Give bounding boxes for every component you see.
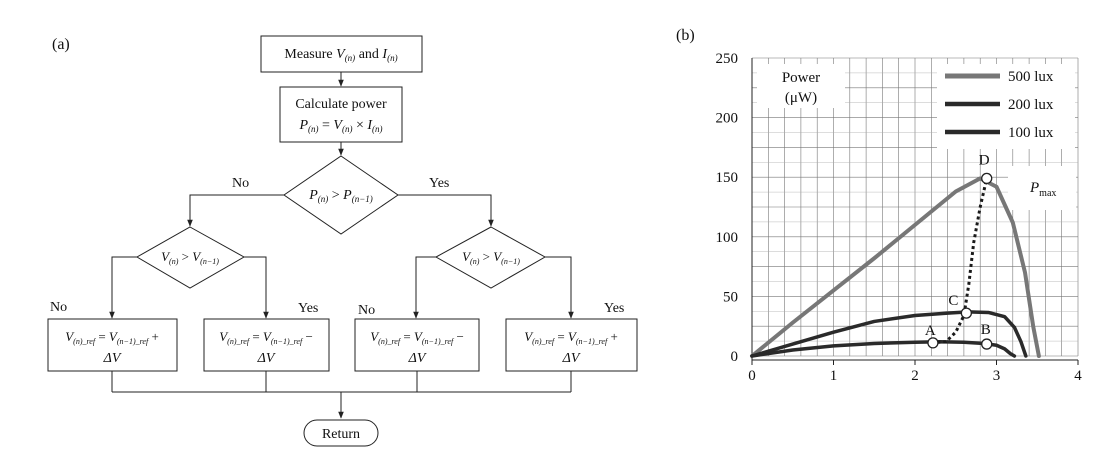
ref-box-minus: V(n)_ref = V(n−1)_ref − ΔV [354,318,480,372]
yes-label: Yes [604,301,624,316]
series-line-500-lux [750,176,1041,358]
yes-label: Yes [429,176,449,191]
legend-label: 100 lux [1008,125,1054,141]
x-tick-label: 2 [911,368,919,384]
legend: 500 lux 200 lux 100 lux [945,69,1054,141]
svg-text:ΔV: ΔV [103,351,122,366]
measure-text: Measure V(n) and I(n) [284,47,397,63]
decision-power [283,155,399,235]
x-tick-label: 4 [1074,368,1082,384]
decision-voltage-left [135,226,246,289]
y-tick-label: 0 [731,349,739,365]
decision-voltage-text: V(n) > V(n−1) [462,249,520,266]
power-label-bg [757,64,845,108]
no-label: No [358,303,375,318]
x-tick-label: 0 [748,368,756,384]
pmax-bg [1008,166,1076,210]
x-tick-label: 3 [993,368,1001,384]
svg-text:V(n)_ref = V(n−1)_ref −: V(n)_ref = V(n−1)_ref − [370,329,464,346]
no-label: No [50,300,67,315]
branch-yes [398,194,494,227]
power-chart: (b) 0 1 2 3 4 0 50 100 150 200 250 Power (μW) 500 … [676,27,1082,384]
point-marker-B [981,338,993,350]
branch-no [109,256,137,319]
calculate-box [279,86,403,143]
calculate-title: Calculate power [295,97,387,112]
no-label: No [232,176,249,191]
panel-b-label: (b) [676,27,695,44]
decision-power-text: P(n) > P(n−1) [308,188,373,204]
y-tick-label: 50 [723,289,738,305]
svg-text:ΔV: ΔV [408,351,427,366]
series-line-200-lux [750,310,1028,358]
series [750,176,1041,358]
measure-box [260,35,423,73]
chart-ticks: 0 1 2 3 4 0 50 100 150 200 250 [716,51,1083,384]
decision-voltage-right [434,226,547,289]
series-line-100-lux [750,339,1017,358]
y-tick-label: 250 [716,51,739,67]
svg-text:V(n)_ref = V(n−1)_ref +: V(n)_ref = V(n−1)_ref + [524,329,618,346]
point-label-C: C [948,293,958,309]
y-tick-label: 100 [716,230,739,246]
panel-a-label: (a) [52,36,70,53]
point-label-D: D [979,152,990,168]
point-label-A: A [925,323,936,339]
mppt-trajectory-line [931,178,989,345]
legend-label: 500 lux [1008,69,1054,85]
svg-text:V(n)_ref = V(n−1)_ref +: V(n)_ref = V(n−1)_ref + [65,329,159,346]
point-label-B: B [981,322,991,338]
yes-label: Yes [298,301,318,316]
ref-box-minus: V(n)_ref = V(n−1)_ref − ΔV [203,318,330,372]
legend-label: 200 lux [1008,97,1054,113]
power-formula: P(n) = V(n) × I(n) [298,118,382,134]
branch-yes [545,256,574,319]
branch-no [413,256,436,319]
pmax-label: Pmax [1029,180,1056,199]
svg-text:ΔV: ΔV [562,351,581,366]
flowchart: (a) Measure V(n) and I(n) Calculate powe… [47,35,638,447]
return-terminal [303,419,379,447]
point-marker-D [981,172,993,185]
markers: A B C D [925,152,993,350]
power-unit: (μW) [785,90,817,106]
decision-voltage-text: V(n) > V(n−1) [161,249,219,266]
y-tick-label: 150 [716,170,739,186]
power-label: Power [782,70,820,86]
svg-text:ΔV: ΔV [257,351,276,366]
ref-box-plus: V(n)_ref = V(n−1)_ref + ΔV [505,318,638,372]
svg-text:V(n)_ref = V(n−1)_ref −: V(n)_ref = V(n−1)_ref − [219,329,313,346]
return-text: Return [322,427,360,442]
y-tick-label: 200 [716,111,739,127]
x-tick-label: 1 [830,368,838,384]
branch-yes [244,256,269,319]
branch-no [187,194,284,227]
point-marker-A [927,337,939,349]
point-marker-C [960,307,972,319]
ref-box-plus: V(n)_ref = V(n−1)_ref + ΔV [47,318,178,372]
